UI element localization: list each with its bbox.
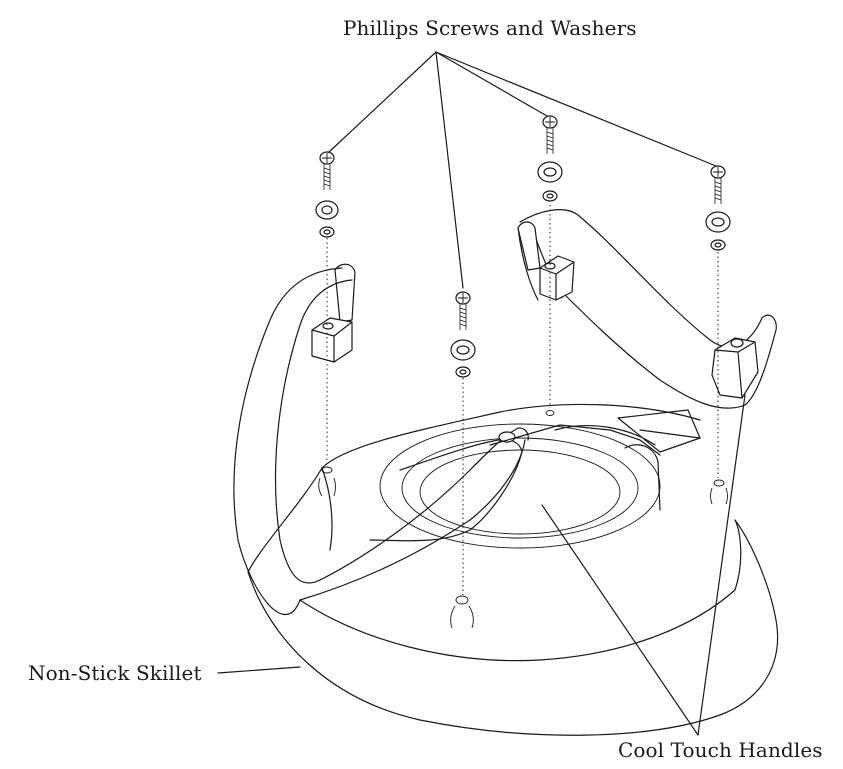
screw-assembly-3 bbox=[537, 115, 563, 202]
front-handle bbox=[369, 424, 661, 542]
screw-assembly-4 bbox=[705, 165, 731, 251]
skillet bbox=[247, 403, 779, 736]
right-handle bbox=[517, 209, 777, 409]
leader-lines bbox=[217, 51, 746, 736]
screw-assembly-2 bbox=[450, 291, 476, 378]
left-handle bbox=[233, 263, 529, 616]
screw-holes bbox=[318, 410, 728, 629]
assembly-guide-lines bbox=[326, 205, 719, 595]
screw-assembly-1 bbox=[315, 151, 339, 238]
label-cool-touch-handles: Cool Touch Handles bbox=[618, 738, 823, 762]
label-phillips-screws-and-washers: Phillips Screws and Washers bbox=[343, 16, 637, 40]
label-non-stick-skillet: Non-Stick Skillet bbox=[28, 661, 202, 685]
